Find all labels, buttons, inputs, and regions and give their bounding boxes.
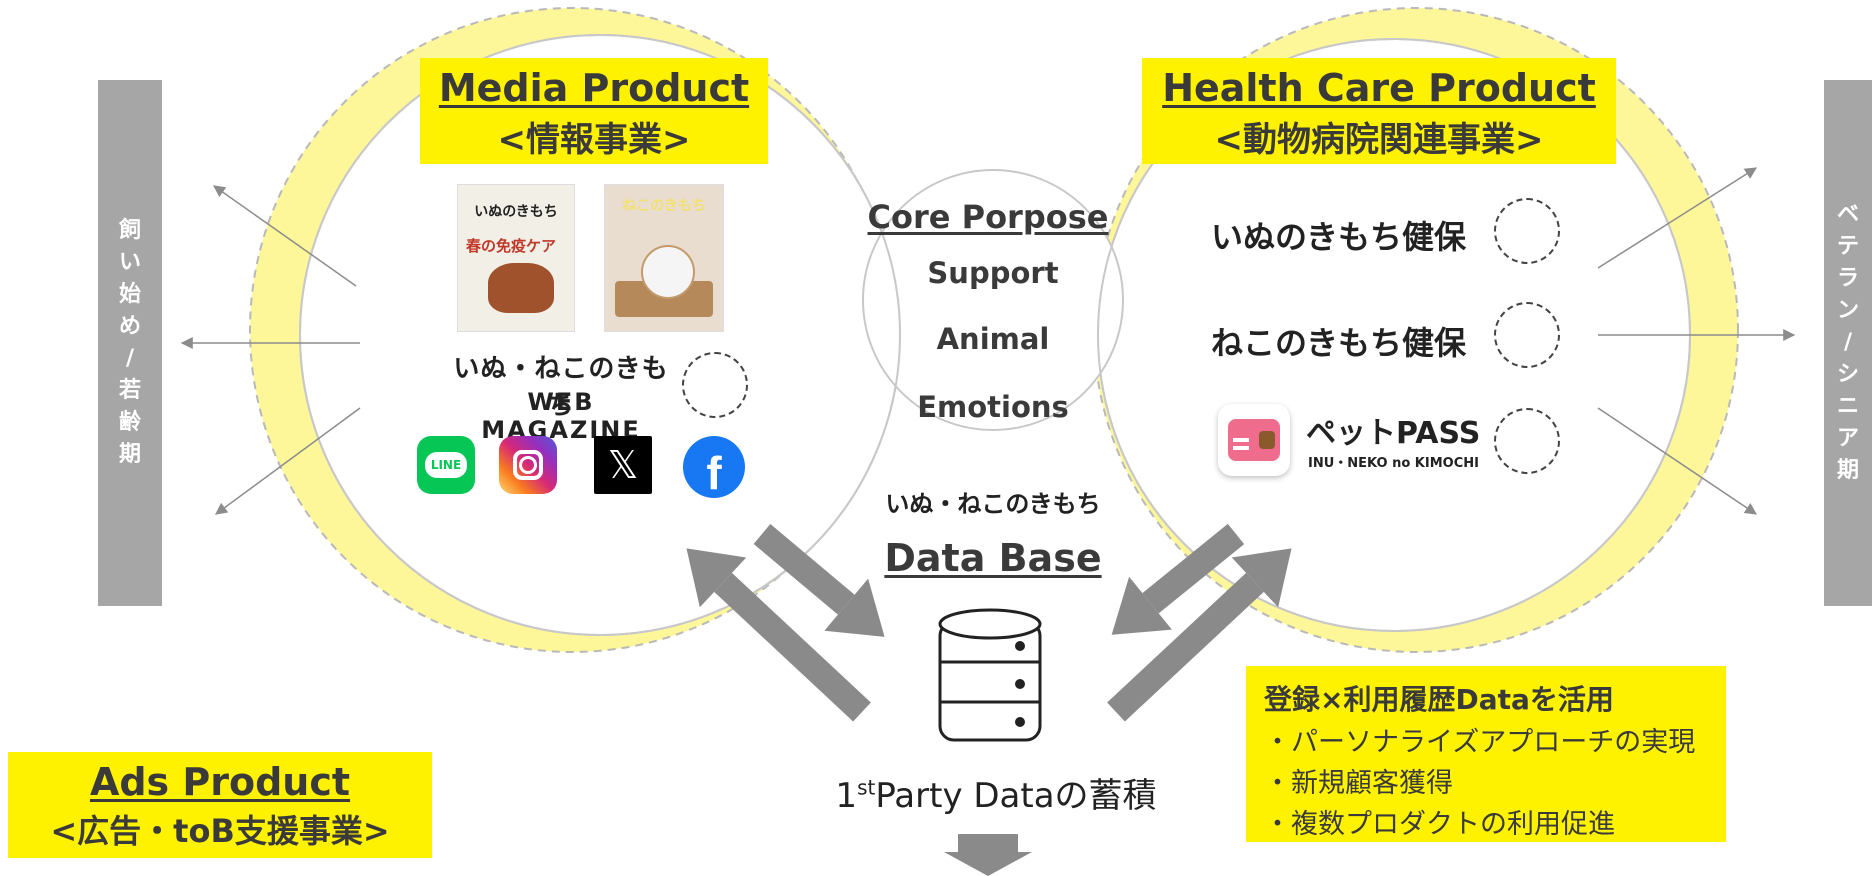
arrow-down	[944, 834, 1032, 876]
health-item-inu: いぬのきもち健保	[1210, 218, 1466, 256]
data-usage-heading: 登録×利用履歴Dataを活用	[1264, 683, 1614, 716]
database-brand: いぬ・ねこのきもち	[885, 490, 1101, 518]
left-life-stage-bar: 飼い始め / 若齢期	[98, 80, 162, 606]
left-bar-char: い	[118, 250, 141, 276]
thick-arrows	[686, 523, 1292, 876]
ads-subtitle: <広告・toB支援事業>	[50, 812, 390, 850]
left-bar-char: 飼	[118, 218, 141, 244]
facebook-icon[interactable]: f	[683, 436, 745, 499]
stamp-inu-kenpo	[1494, 198, 1560, 264]
stamp-neko-kenpo	[1494, 302, 1560, 368]
core-line-emotions: Emotions	[917, 390, 1069, 424]
left-bar-char: 始	[118, 282, 141, 308]
core-purpose-title: Core Porpose	[867, 198, 1109, 236]
right-arrow-down	[1597, 407, 1757, 515]
right-bar-char: ア	[1836, 425, 1859, 451]
left-bar-char: 齢	[118, 409, 141, 435]
left-bar-char: め	[118, 314, 141, 340]
core-circle	[862, 169, 1124, 431]
database-icon	[938, 608, 1042, 742]
support-animal-emotions-stamp	[682, 352, 748, 418]
magazine-cover-neko-title: ねこのきもち	[622, 198, 706, 214]
arrow-health-to-db	[1111, 523, 1245, 635]
right-arrow-up	[1597, 167, 1758, 269]
media-product-box: Media Product <情報事業>	[420, 58, 768, 164]
data-usage-box: 登録×利用履歴Dataを活用 ・パーソナライズアプローチの実現 ・新規顧客獲得 …	[1246, 666, 1726, 842]
arrow-media-to-db	[753, 524, 885, 637]
core-line-support: Support	[927, 256, 1059, 290]
cat-photo	[641, 245, 695, 299]
health-product-box: Health Care Product <動物病院関連事業>	[1142, 58, 1616, 164]
right-bar-char: 期	[1836, 457, 1859, 483]
database-caption: 1stParty Dataの蓄積	[835, 775, 1157, 816]
health-item-neko: ねこのきもち健保	[1210, 324, 1466, 362]
right-bar-char: ベ	[1836, 202, 1859, 228]
ads-product-box: Ads Product <広告・toB支援事業>	[8, 752, 432, 858]
data-usage-item: ・複数プロダクトの利用促進	[1264, 809, 1615, 840]
right-bar-char: ン	[1836, 298, 1859, 324]
health-title: Health Care Product	[1162, 66, 1596, 110]
pet-pass-app-icon[interactable]	[1218, 404, 1290, 476]
dog-photo	[488, 263, 554, 313]
arrow-db-to-media	[686, 548, 871, 722]
right-bar-char: ラ	[1836, 266, 1859, 292]
magazine-cover-neko: ねこのきもち	[604, 184, 724, 332]
right-bar-char: ニ	[1836, 393, 1859, 419]
left-arrow-up	[213, 185, 357, 287]
instagram-icon[interactable]	[499, 436, 557, 494]
pet-pass-title: ペットPASS	[1306, 416, 1481, 451]
right-bar-char: シ	[1836, 361, 1859, 387]
magazine-cover-inu-headline: 春の免疫ケア	[466, 237, 557, 255]
data-usage-item: ・新規顧客獲得	[1264, 768, 1453, 799]
right-bar-char: /	[1843, 330, 1853, 356]
arrow-db-to-health	[1107, 548, 1292, 722]
left-bar-char: /	[125, 346, 135, 371]
right-life-stage-bar: ベテラン / シニア期	[1824, 80, 1872, 606]
media-title: Media Product	[438, 66, 750, 110]
web-magazine-line1: いぬ・ねこのきもち	[453, 354, 669, 421]
stamp-pet-pass	[1494, 408, 1560, 474]
data-usage-item: ・パーソナライズアプローチの実現	[1264, 727, 1696, 758]
database-title: Data Base	[884, 536, 1102, 580]
x-icon[interactable]: 𝕏	[594, 436, 652, 494]
health-subtitle: <動物病院関連事業>	[1214, 120, 1544, 160]
magazine-cover-inu-title: いぬのきもち	[474, 204, 558, 220]
left-arrow-down	[215, 407, 361, 515]
pet-pass-subtitle: INU・NEKO no KIMOCHI	[1308, 456, 1479, 471]
line-icon[interactable]: LINE	[417, 436, 475, 494]
core-line-animal: Animal	[936, 322, 1050, 356]
magazine-cover-inu: いぬのきもち 春の免疫ケア	[457, 184, 575, 332]
right-bar-char: テ	[1836, 234, 1859, 260]
left-bar-char: 若	[118, 377, 141, 403]
left-bar-char: 期	[118, 441, 141, 467]
ads-title: Ads Product	[89, 760, 351, 804]
media-subtitle: <情報事業>	[497, 120, 691, 160]
